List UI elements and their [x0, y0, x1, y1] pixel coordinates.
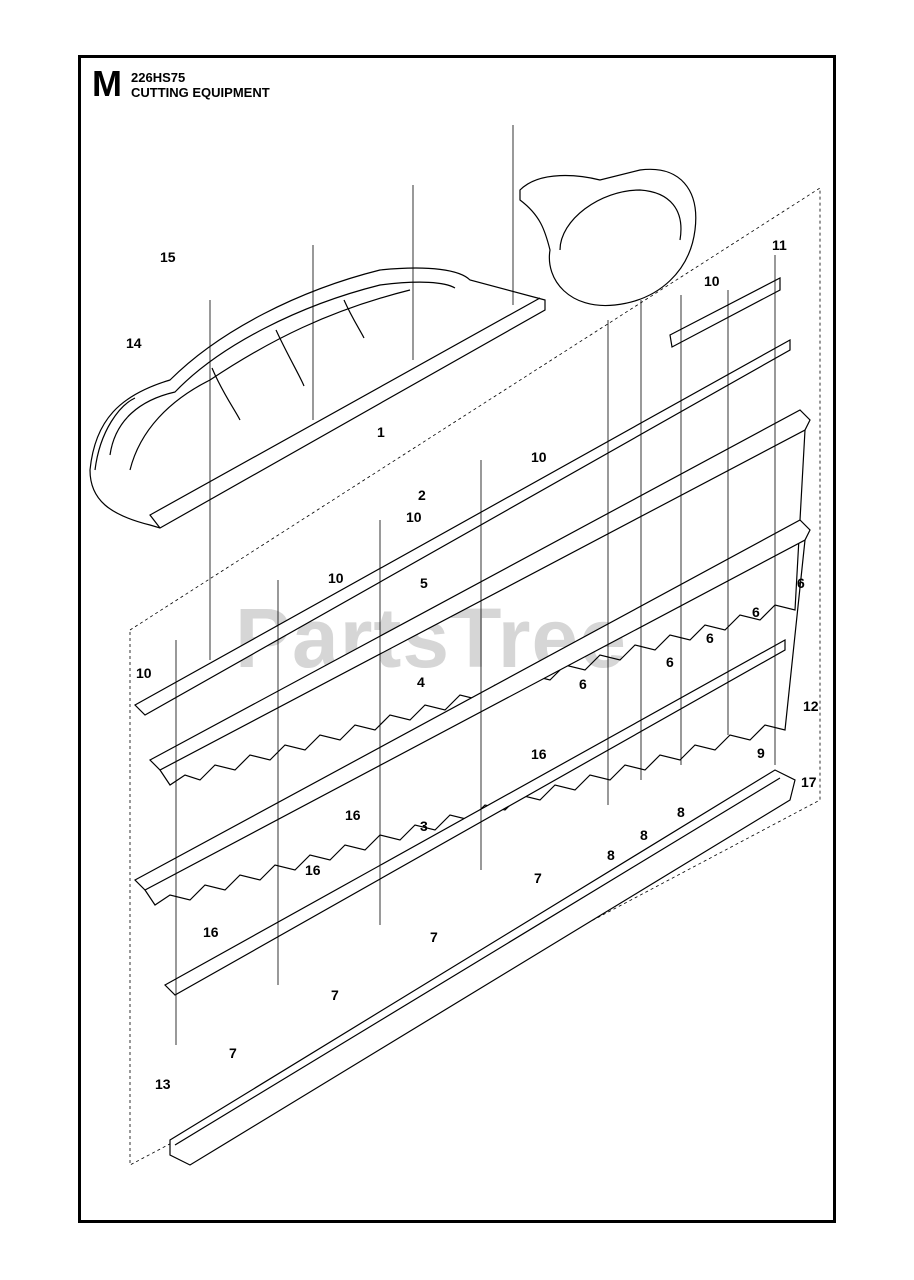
callout-c16a: 16	[531, 746, 547, 762]
callout-c8c: 8	[677, 804, 685, 820]
callout-c7a: 7	[534, 870, 542, 886]
leader-lines	[175, 125, 776, 1045]
callout-c17: 17	[801, 774, 817, 790]
callout-c11: 11	[772, 237, 787, 253]
callout-c15: 15	[160, 249, 176, 265]
blade-cover	[169, 769, 796, 1166]
callout-c16d: 16	[203, 924, 219, 940]
callout-c6b: 6	[752, 604, 760, 620]
callout-c13: 13	[155, 1076, 171, 1092]
callout-c8b: 8	[640, 827, 648, 843]
callout-c10a: 10	[704, 273, 720, 289]
callout-c2: 2	[418, 487, 426, 503]
callout-c10b: 10	[531, 449, 547, 465]
lower-support-bar	[164, 638, 786, 996]
callout-c16b: 16	[345, 807, 361, 823]
callout-c7b: 7	[430, 929, 438, 945]
assembly-boundary	[129, 187, 821, 1166]
page-frame	[78, 55, 836, 1223]
section-letter: M	[92, 63, 122, 104]
callout-c7d: 7	[229, 1045, 237, 1061]
section-title: CUTTING EQUIPMENT	[131, 85, 270, 100]
callout-c7c: 7	[331, 987, 339, 1003]
model-number: 226HS75	[131, 70, 186, 85]
blade-guard	[89, 267, 546, 529]
callout-c16c: 16	[305, 862, 321, 878]
small-plate	[669, 277, 781, 348]
callout-c1: 1	[377, 424, 385, 440]
callout-c8a: 8	[607, 847, 615, 863]
callout-c6e: 6	[579, 676, 587, 692]
callout-c10d: 10	[328, 570, 344, 586]
callout-c3: 3	[420, 818, 428, 834]
callout-c5: 5	[420, 575, 428, 591]
callout-c14: 14	[126, 335, 142, 351]
callout-c10e: 10	[136, 665, 152, 681]
callout-c6c: 6	[706, 630, 714, 646]
blade-guide-plate	[134, 338, 791, 716]
callout-c6a: 6	[797, 575, 805, 591]
callout-c4: 4	[417, 674, 425, 690]
callout-c10c: 10	[406, 509, 422, 525]
callout-c12: 12	[803, 698, 819, 714]
callout-c6d: 6	[666, 654, 674, 670]
gear-housing	[519, 168, 697, 307]
callout-c9: 9	[757, 745, 765, 761]
